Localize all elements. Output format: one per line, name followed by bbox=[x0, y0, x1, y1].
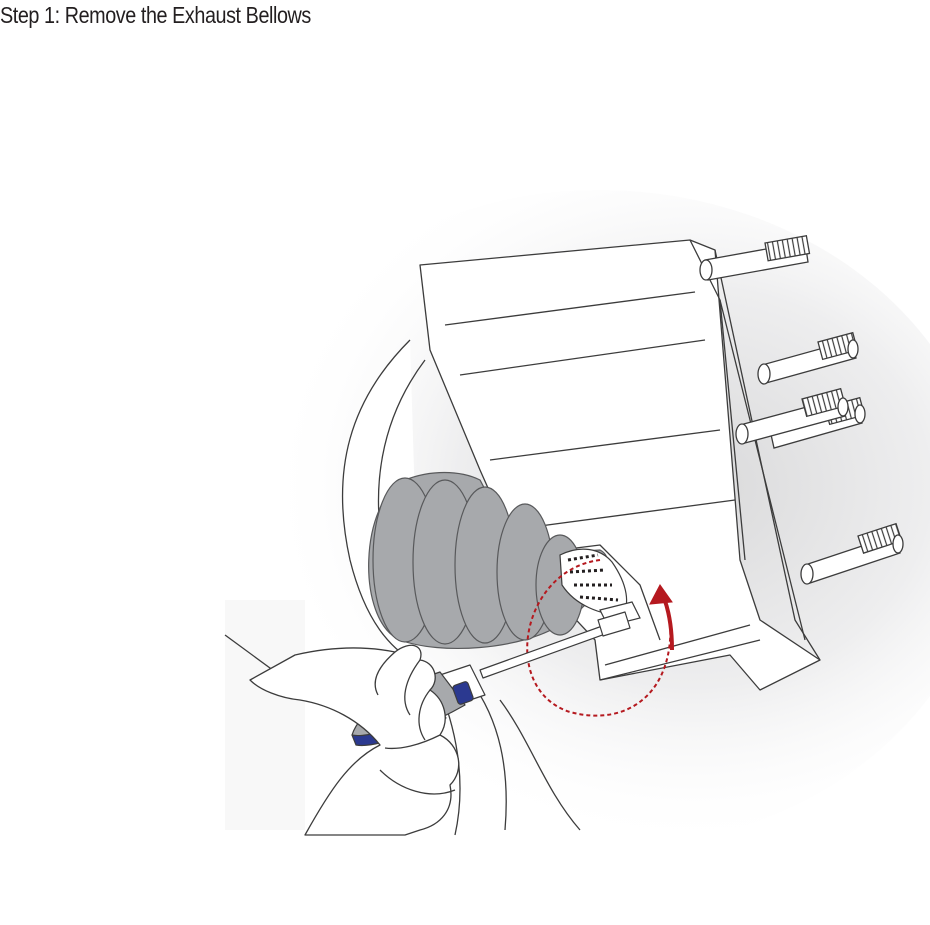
threaded-stud bbox=[757, 331, 859, 385]
threaded-stud bbox=[800, 522, 904, 585]
step-title: Step 1: Remove the Exhaust Bellows bbox=[0, 2, 311, 28]
threaded-studs bbox=[699, 234, 904, 585]
bellows-icon bbox=[368, 471, 609, 650]
threaded-stud bbox=[735, 387, 849, 445]
hand-icon bbox=[249, 644, 460, 836]
rotation-arrow-icon bbox=[526, 559, 674, 717]
threaded-stud bbox=[699, 234, 811, 281]
